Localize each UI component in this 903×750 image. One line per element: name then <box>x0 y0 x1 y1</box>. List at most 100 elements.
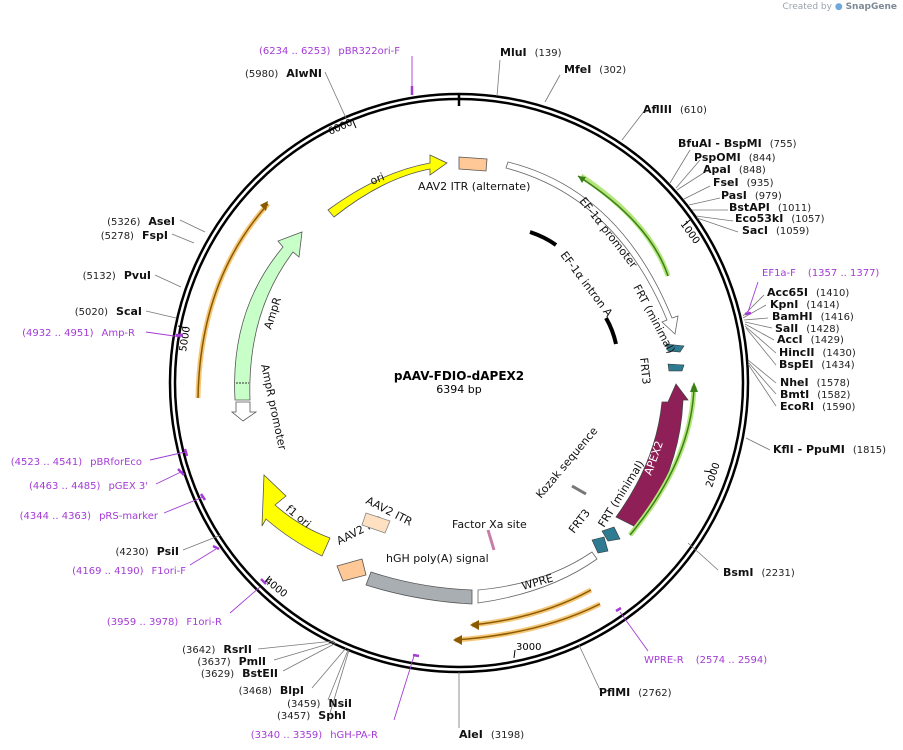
site-line <box>329 649 350 714</box>
tick-mark <box>177 325 187 329</box>
site-label-pspomi[interactable]: PspOMI(844) <box>694 151 776 164</box>
feature-aav2-itr-light[interactable] <box>361 512 391 534</box>
site-label-bamhi[interactable]: BamHI(1416) <box>772 310 854 323</box>
primer-tick <box>412 653 420 658</box>
primer-arrow-apex2[interactable] <box>629 385 695 536</box>
primer-label-pbrforeco[interactable]: (4523 .. 4541)pBRforEco <box>11 457 142 468</box>
primer-label-prs-marker[interactable]: (4344 .. 4363)pRS-marker <box>20 511 159 522</box>
tick-mark <box>352 120 357 129</box>
feature-ef1a-intron-start[interactable] <box>529 230 558 247</box>
feature-frt3-bottom[interactable] <box>591 536 609 554</box>
site-label-acc65i[interactable]: Acc65I(1410) <box>767 286 849 299</box>
feature-ef1a-intron-end[interactable] <box>604 316 618 345</box>
primer-label-wpre-r[interactable]: WPRE-R(2574 .. 2594) <box>644 655 767 666</box>
site-label-eco53ki[interactable]: Eco53kI(1057) <box>735 212 825 225</box>
site-line <box>696 217 739 233</box>
site-label-kpni[interactable]: KpnI(1414) <box>770 298 840 311</box>
feature-hgh-polya[interactable] <box>365 571 473 605</box>
site-line <box>324 71 347 119</box>
site-label-bsteii[interactable]: (3629)BstEII <box>201 667 278 680</box>
site-label-sali[interactable]: SalI(1428) <box>775 322 840 335</box>
site-label-pflmi[interactable]: PflMI(2762) <box>599 686 672 699</box>
site-line <box>747 363 777 407</box>
primer-label-pbr322ori-f[interactable]: (6234 .. 6253)pBR322ori-F <box>259 46 400 57</box>
site-line <box>282 642 337 672</box>
site-label-psii[interactable]: (4230)PsiI <box>115 545 179 558</box>
site-line <box>687 542 719 571</box>
feature-ef1a-promoter[interactable] <box>505 161 679 335</box>
feature-aav2-itr-lower[interactable] <box>336 558 367 582</box>
site-line <box>257 640 335 650</box>
primer-label-ef1a-f[interactable]: EF1a-F(1357 .. 1377) <box>762 268 879 279</box>
site-label-nsii[interactable]: (3459)NsiI <box>287 697 352 710</box>
site-line <box>744 323 775 341</box>
snapgene-watermark: Created by ● SnapGene <box>782 2 897 12</box>
site-label-asei[interactable]: (5326)AseI <box>107 215 175 228</box>
primer-label-pgex-3[interactable]: (4463 .. 4485)pGEX 3' <box>29 481 148 492</box>
site-label-afliii[interactable]: AflIII(610) <box>643 103 707 116</box>
feature-ori[interactable] <box>327 154 448 218</box>
site-lines-group <box>145 59 777 728</box>
site-line <box>171 233 195 244</box>
site-line <box>273 641 336 661</box>
site-label-rsrii[interactable]: (3642)RsrII <box>182 643 252 656</box>
site-label-bspei[interactable]: BspEI(1434) <box>779 358 855 371</box>
primer-arrow-wpre-2[interactable] <box>454 603 601 641</box>
site-label-fspi[interactable]: (5278)FspI <box>101 229 168 242</box>
site-label-blpi[interactable]: (3468)BlpI <box>239 684 304 697</box>
feature-ampr-promoter[interactable] <box>230 401 258 422</box>
site-label-bfuai-bspmi[interactable]: BfuAI - BspMI(755) <box>678 137 797 150</box>
site-label-nhei[interactable]: NheI(1578) <box>780 376 850 389</box>
site-label-bsmi[interactable]: BsmI(2231) <box>723 566 795 579</box>
site-line <box>578 644 601 691</box>
primer-label-amp-r[interactable]: (4932 .. 4951)Amp-R <box>22 328 135 339</box>
site-label-bstapi[interactable]: BstAPI(1011) <box>729 201 811 214</box>
feature-ampr[interactable] <box>234 231 303 401</box>
site-label-fsei[interactable]: FseI(935) <box>713 176 774 189</box>
watermark-created-by: Created by <box>782 2 832 12</box>
primer-ticks-group <box>176 86 752 658</box>
feature-frt-minimal-bottom[interactable] <box>601 526 621 542</box>
tick-label-4000: 4000 <box>262 576 289 600</box>
site-line <box>179 219 206 233</box>
primer-arrow-wpre-1[interactable] <box>471 589 592 626</box>
tick-mark <box>264 575 271 583</box>
feature-kozak[interactable] <box>571 484 587 496</box>
site-label-scai[interactable]: (5020)ScaI <box>75 305 142 318</box>
site-label-alwni[interactable]: (5980)AlwNI <box>245 67 322 80</box>
site-label-ecori[interactable]: EcoRI(1590) <box>780 400 856 413</box>
site-label-kfli-ppumi[interactable]: KflI - PpuMI(1815) <box>773 443 886 456</box>
primer-arrow-ef1a-promoter[interactable] <box>577 175 669 277</box>
site-line <box>311 647 347 689</box>
site-line <box>154 274 182 288</box>
feature-factor-xa[interactable] <box>486 529 496 551</box>
site-line <box>182 534 222 551</box>
feature-frt-minimal-top[interactable] <box>665 343 685 353</box>
feature-frt3-top[interactable] <box>667 363 685 372</box>
site-label-alei[interactable]: AleI(3198) <box>459 728 524 741</box>
site-label-bmti[interactable]: BmtI(1582) <box>780 388 851 401</box>
primer-label-hgh-pa-r[interactable]: (3340 .. 3359)hGH-PA-R <box>251 730 378 741</box>
feature-wpre[interactable] <box>477 551 598 604</box>
primer-label-f1ori-f[interactable]: (4169 .. 4190)F1ori-F <box>72 566 186 577</box>
site-label-sphi[interactable]: (3457)SphI <box>277 709 346 722</box>
site-line <box>743 317 769 321</box>
site-label-pvui[interactable]: (5132)PvuI <box>83 269 151 282</box>
tick-label-5000: 5000 <box>178 326 193 353</box>
site-line <box>676 171 706 191</box>
primer-arrow-ampr[interactable] <box>197 203 269 399</box>
site-label-pasi[interactable]: PasI(979) <box>721 189 782 202</box>
site-label-acci[interactable]: AccI(1429) <box>777 333 844 346</box>
site-label-pmli[interactable]: (3637)PmlI <box>197 655 266 668</box>
primer-label-f1ori-r[interactable]: (3959 .. 3978)F1ori-R <box>107 617 222 628</box>
site-label-mlui[interactable]: MluI(139) <box>500 46 562 59</box>
site-line <box>745 437 771 451</box>
primer-line <box>393 655 415 721</box>
feature-f1-ori[interactable] <box>261 474 331 557</box>
feature-aav2-itr-alternate[interactable] <box>458 156 488 172</box>
site-label-saci[interactable]: SacI(1059) <box>742 224 809 237</box>
site-line <box>544 74 561 103</box>
site-label-apai[interactable]: ApaI(848) <box>703 163 766 176</box>
site-label-mfei[interactable]: MfeI(302) <box>564 63 626 76</box>
site-label-hincii[interactable]: HincII(1430) <box>779 346 856 359</box>
